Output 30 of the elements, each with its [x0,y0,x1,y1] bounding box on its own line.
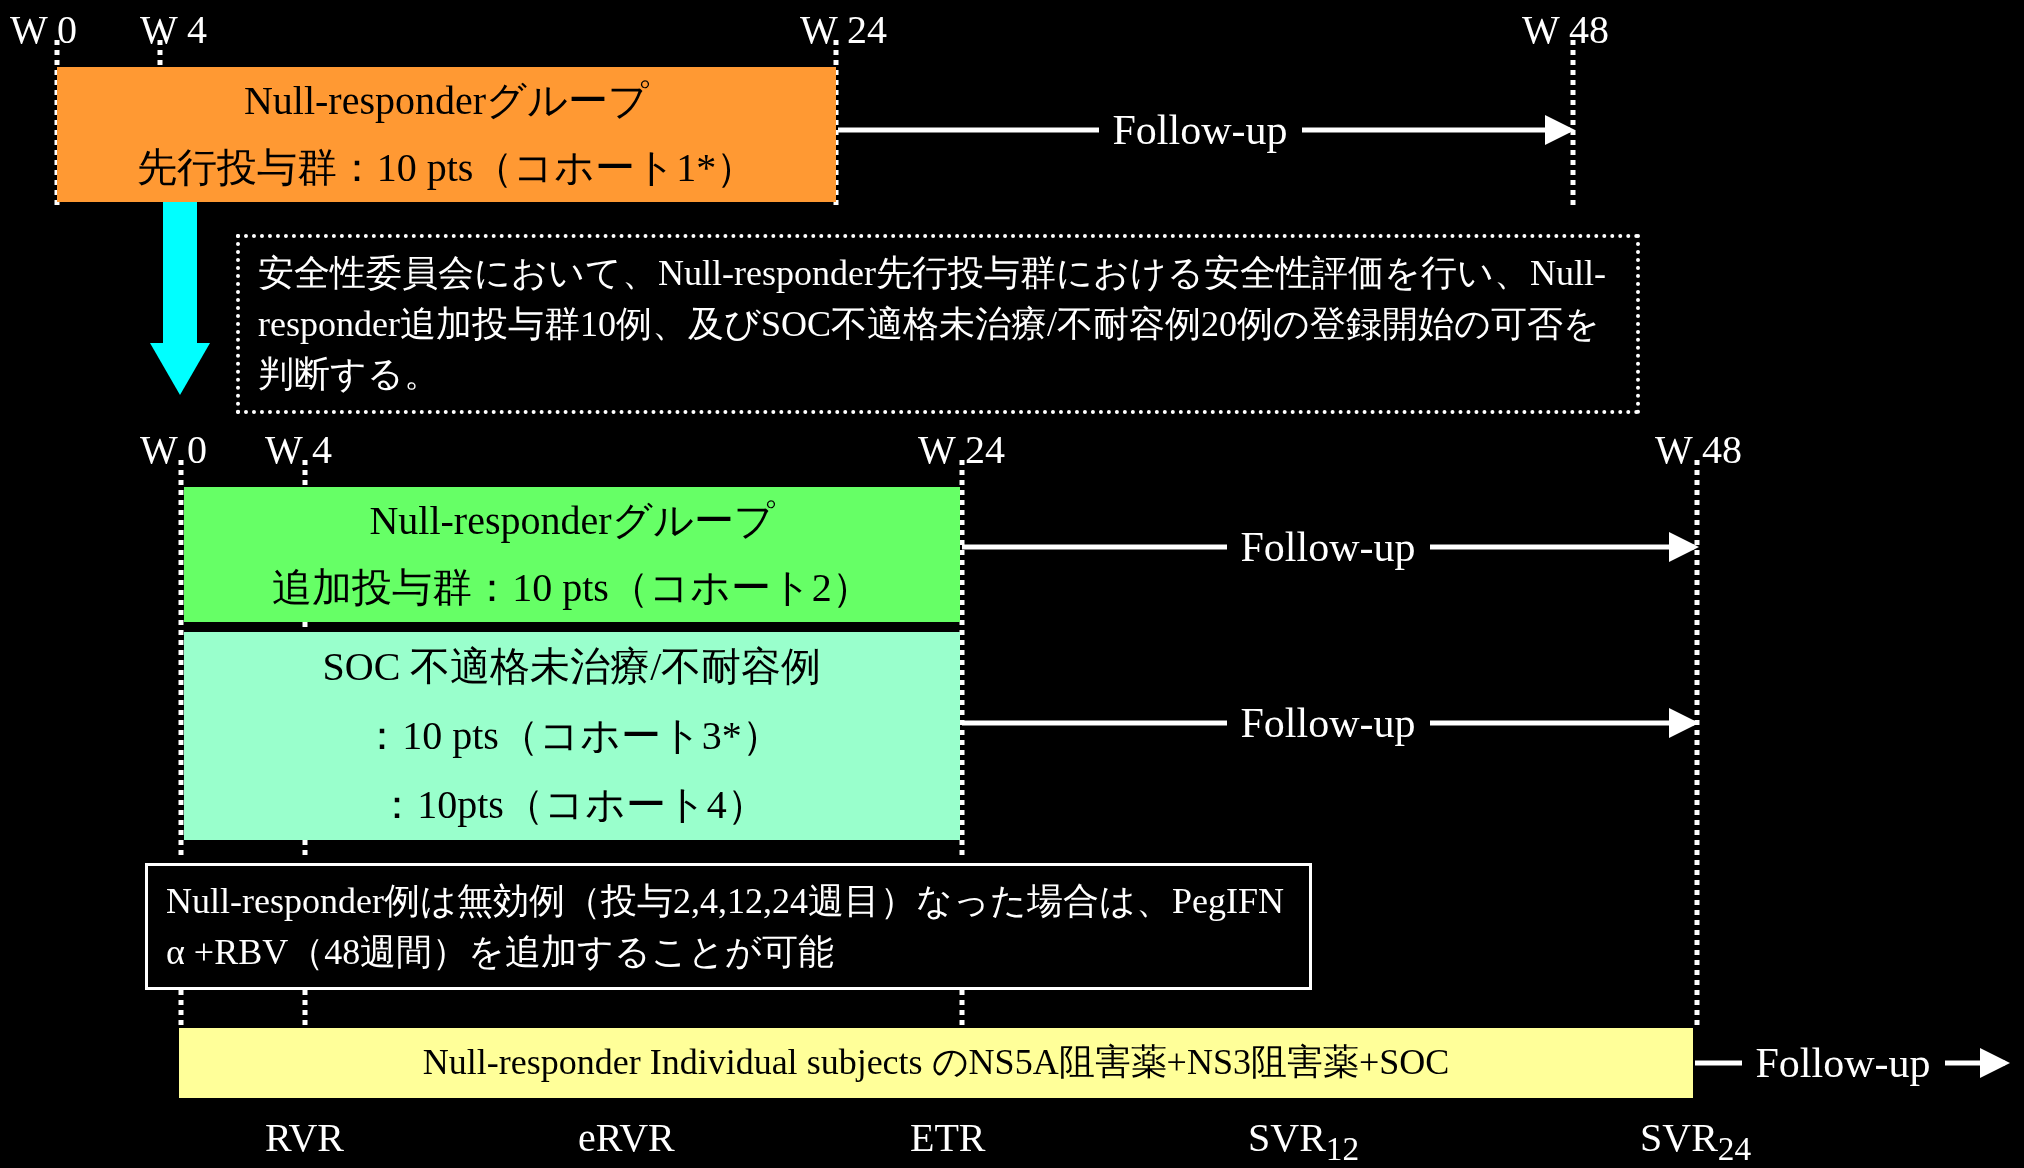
week-label: W 4 [140,10,208,50]
note-text: 安全性委員会において、Null-responder先行投与群における安全性評価を行い、Null-responder追加投与群10例、及びSOC不適格未治療/不耐容例20例の登録開始の可否を判断する。 [258,252,1607,397]
cohort-bar [184,632,960,840]
week-label: W 24 [800,10,888,50]
group-label: SOC 不適格未治療/不耐容例 [322,642,822,691]
milestone-label: SVR$_{24}$ [1640,1118,1752,1166]
week-label: W 0 [140,430,208,470]
dose-label: 追加投与群：10 pts（コホート2） [272,564,872,613]
week-label: W 4 [265,430,333,470]
cohort-bar [184,487,960,622]
milestone-label: ETR [910,1118,986,1158]
group-label: Null-responderグループ [243,76,650,125]
cohort-bar [57,67,836,202]
dose-label: 先行投与群：10 pts（コホート1*） [136,144,757,193]
note-text: Null-responder例は無効例（投与2,4,12,24週目）なった場合は、PegIFN α +RBV（48週間）を追加することが可能 [166,880,1285,974]
milestone-label: RVR [265,1118,345,1158]
week-label: W 48 [1655,430,1743,470]
treatment-label: Null-responder Individual subjects のNS5A阻害薬+NS3阻害薬+SOC [422,1041,1450,1085]
dose-label: ：10pts（コホート4） [377,781,767,830]
dose-label: ：10 pts（コホート3*） [362,712,782,760]
week-label: W 48 [1522,10,1610,50]
milestone-label: SVR$_{12}$ [1248,1118,1360,1166]
note-box [236,234,1640,414]
treatment-bar [179,1028,1693,1098]
group-label: Null-responderグループ [369,496,775,545]
note-box [145,863,1312,990]
arrow [150,202,210,395]
week-label: W 0 [10,10,78,50]
milestone-label: eRVR [578,1118,675,1158]
week-label: W 24 [918,430,1006,470]
